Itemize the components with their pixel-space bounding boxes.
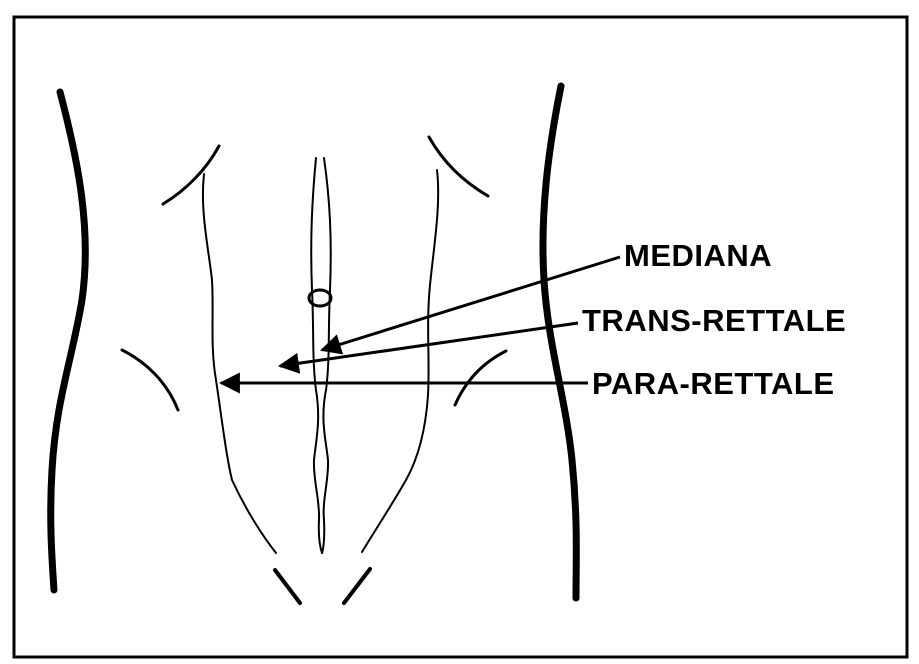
right-inguinal-mark xyxy=(344,569,370,603)
left-rectus-border xyxy=(203,174,276,553)
right-iliac-arc xyxy=(455,351,506,405)
left-inguinal-mark xyxy=(275,570,300,603)
linea-alba-right xyxy=(322,158,331,553)
left-flank-outline xyxy=(51,92,86,590)
left-iliac-arc xyxy=(122,350,178,410)
right-rectus-border xyxy=(362,170,438,552)
right-flank-outline xyxy=(543,86,576,598)
label-para-rettale: PARA-RETTALE xyxy=(592,368,835,399)
left-rib-arc xyxy=(163,146,219,204)
label-mediana: MEDIANA xyxy=(624,240,772,271)
arrow-mediana xyxy=(322,257,620,350)
linea-alba-left xyxy=(311,158,322,553)
label-trans-rettale: TRANS-RETTALE xyxy=(582,305,846,336)
